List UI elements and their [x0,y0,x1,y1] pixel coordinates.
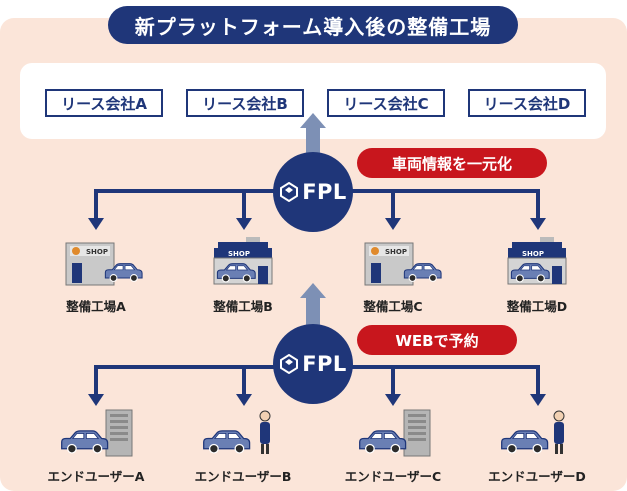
badge-unify-vehicle-info: 車両情報を一元化 [357,148,547,178]
building-car-icon [359,409,431,457]
fpl-logo-icon [280,182,299,202]
end-user-label-a: エンドユーザーA [47,469,145,484]
arrow-up-to-lease [300,113,326,158]
end-user-label-d: エンドユーザーD [488,469,586,484]
shop-awning-icon: SHOP [507,237,567,285]
fpl-hub-top: FPL [273,152,353,232]
person-car-icon [501,410,565,454]
shop-awning-icon: SHOP [213,237,273,285]
person-car-icon [203,410,271,454]
fpl-logo-icon [280,354,299,374]
branch-to-end-users-arrowheads [88,394,546,406]
branch-to-shops-arrowheads [88,218,546,230]
shop-label-b: 整備工場B [213,299,273,314]
shop-sign-text: SHOP [86,248,108,256]
fpl-logo-text: FPL [302,180,347,204]
lease-company-b: リース会社B [186,89,304,117]
shop-label-c: 整備工場C [363,299,423,314]
shop-label-d: 整備工場D [506,299,568,314]
page-title: 新プラットフォーム導入後の整備工場 [108,6,518,44]
end-user-label-c: エンドユーザーC [344,469,442,484]
shop-sign-text: SHOP [228,250,250,258]
shop-gear-icon: SHOP [364,242,442,286]
lease-company-d: リース会社D [468,89,586,117]
fpl-hub-bottom: FPL [273,324,353,404]
shop-sign-text: SHOP [385,248,407,256]
building-car-icon [61,409,133,457]
shop-gear-icon: SHOP [65,242,143,286]
arrow-up-to-shops [300,283,326,330]
lease-company-a: リース会社A [45,89,163,117]
shop-label-a: 整備工場A [66,299,126,314]
shop-sign-text: SHOP [522,250,544,258]
lease-company-c: リース会社C [327,89,445,117]
end-user-label-b: エンドユーザーB [194,469,292,484]
badge-web-reservation: WEBで予約 [357,325,517,355]
fpl-logo-text: FPL [302,352,347,376]
